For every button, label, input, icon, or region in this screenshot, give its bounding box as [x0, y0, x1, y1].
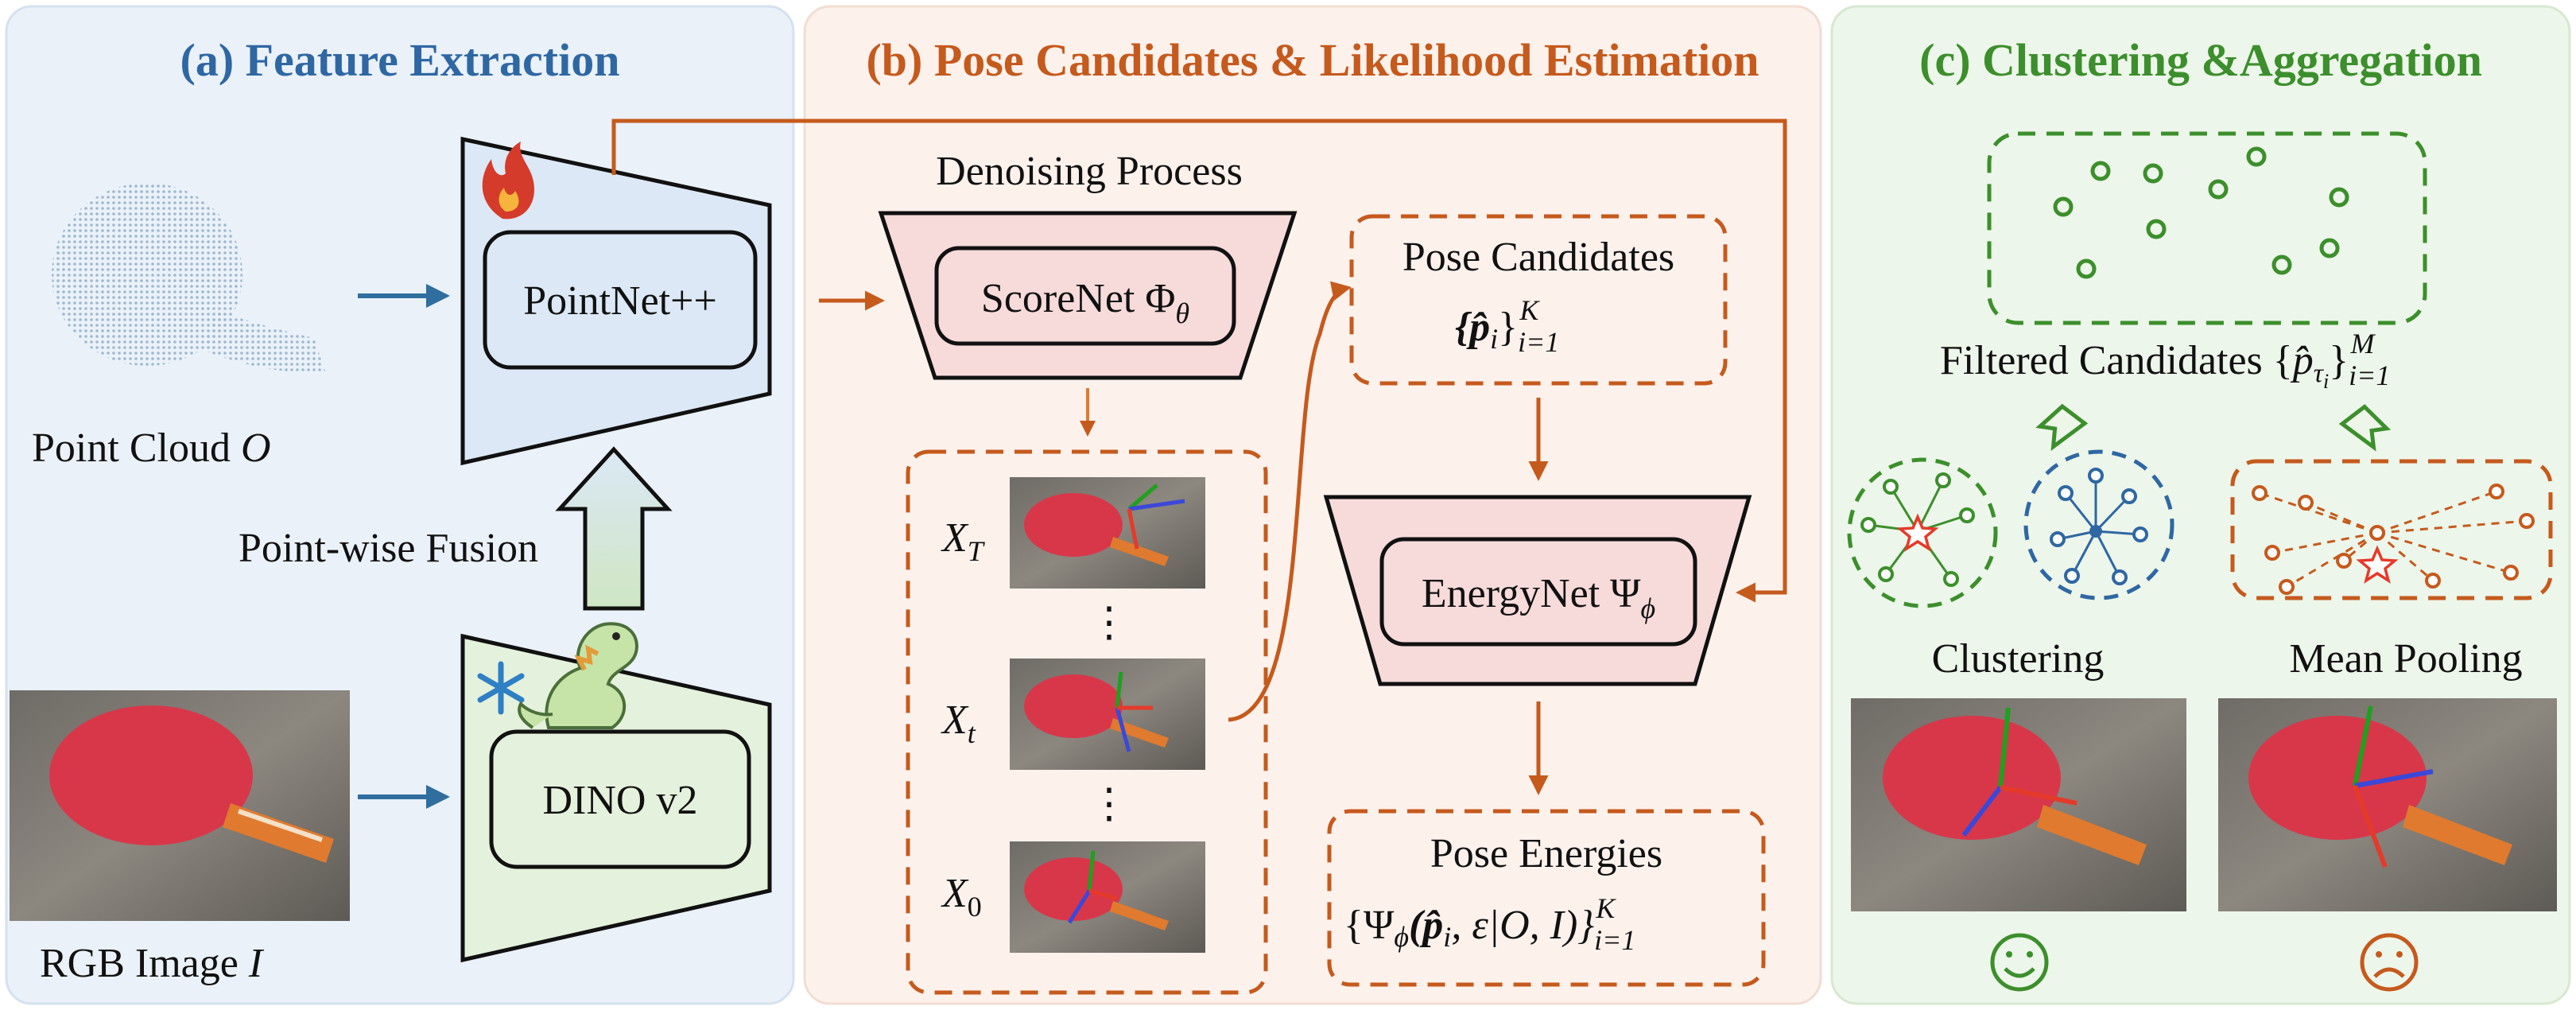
energynet-box [1379, 537, 1697, 647]
pose-energies-title: Pose Energies [1430, 831, 1662, 876]
mean-pooling-label: Mean Pooling [2289, 636, 2522, 682]
mean-pooling-result-photo [2218, 698, 2557, 911]
filtered-candidates-box [1987, 131, 2427, 325]
panel-c-title: (c) Clustering &Aggregation [1919, 34, 2482, 86]
filtered-candidates-label: Filtered Candidates {p̂τi}i=1M [1940, 328, 2390, 393]
x-T-label: XT [941, 515, 986, 567]
dinosaur-icon [518, 622, 638, 729]
arrow-xt-to-candidates [1228, 281, 1352, 722]
flame-icon [482, 142, 534, 220]
arrow-to-clustering [2035, 403, 2089, 452]
pose-energies-box [1327, 809, 1766, 987]
panel-a-title: (a) Feature Extraction [180, 34, 620, 86]
happy-face-icon [1990, 933, 2049, 992]
sad-face-icon [2360, 933, 2419, 992]
panel-b-title: (b) Pose Candidates & Likelihood Estimat… [866, 34, 1759, 86]
denoising-steps-box [906, 449, 1268, 995]
dots-1: ⋮ [1088, 600, 1130, 646]
filtered-candidates-points [2053, 146, 2349, 279]
pose-candidates-formula: {p̂i}i=1K [1455, 294, 1559, 358]
step-t-thumbnail [1010, 659, 1205, 770]
arrow-to-pooling [2338, 404, 2392, 452]
pointnet-label: PointNet++ [523, 278, 717, 324]
clustering-result-photo [1851, 698, 2186, 911]
point-cloud-image [52, 183, 326, 374]
blue-cluster [2023, 449, 2174, 600]
dino-box [489, 729, 751, 869]
scorenet-box [934, 246, 1236, 346]
fusion-label: Point-wise Fusion [239, 526, 538, 571]
pose-energies-formula: {Ψϕ(p̂i, ε|O, I)}i=1K [1344, 892, 1635, 956]
mean-pooling-graph [2230, 459, 2553, 600]
energynet-label: EnergyNet Ψϕ [1422, 571, 1655, 624]
clustering-label: Clustering [1932, 636, 2105, 682]
green-cluster [1847, 457, 1998, 608]
point-cloud-label: Point Cloud O [32, 425, 271, 471]
dots-2: ⋮ [1088, 782, 1130, 827]
denoising-title: Denoising Process [936, 149, 1243, 194]
step-T-thumbnail [1010, 477, 1205, 589]
scorenet-label: ScoreNet Φθ [981, 276, 1189, 329]
pointnet-box [483, 230, 758, 370]
rgb-image-label: RGB Image I [40, 941, 265, 986]
fusion-arrow [555, 446, 673, 611]
pose-candidates-box [1349, 214, 1728, 386]
x-t-label: Xt [941, 697, 976, 749]
x-0-label: X0 [941, 871, 982, 923]
pose-candidates-title: Pose Candidates [1402, 235, 1674, 280]
step-0-thumbnail [1010, 841, 1205, 953]
snowflake-icon [477, 661, 525, 715]
rgb-image-photo [10, 690, 350, 921]
dino-label: DINO v2 [543, 778, 698, 823]
arrow-pointnet-to-energynet [611, 118, 1787, 603]
